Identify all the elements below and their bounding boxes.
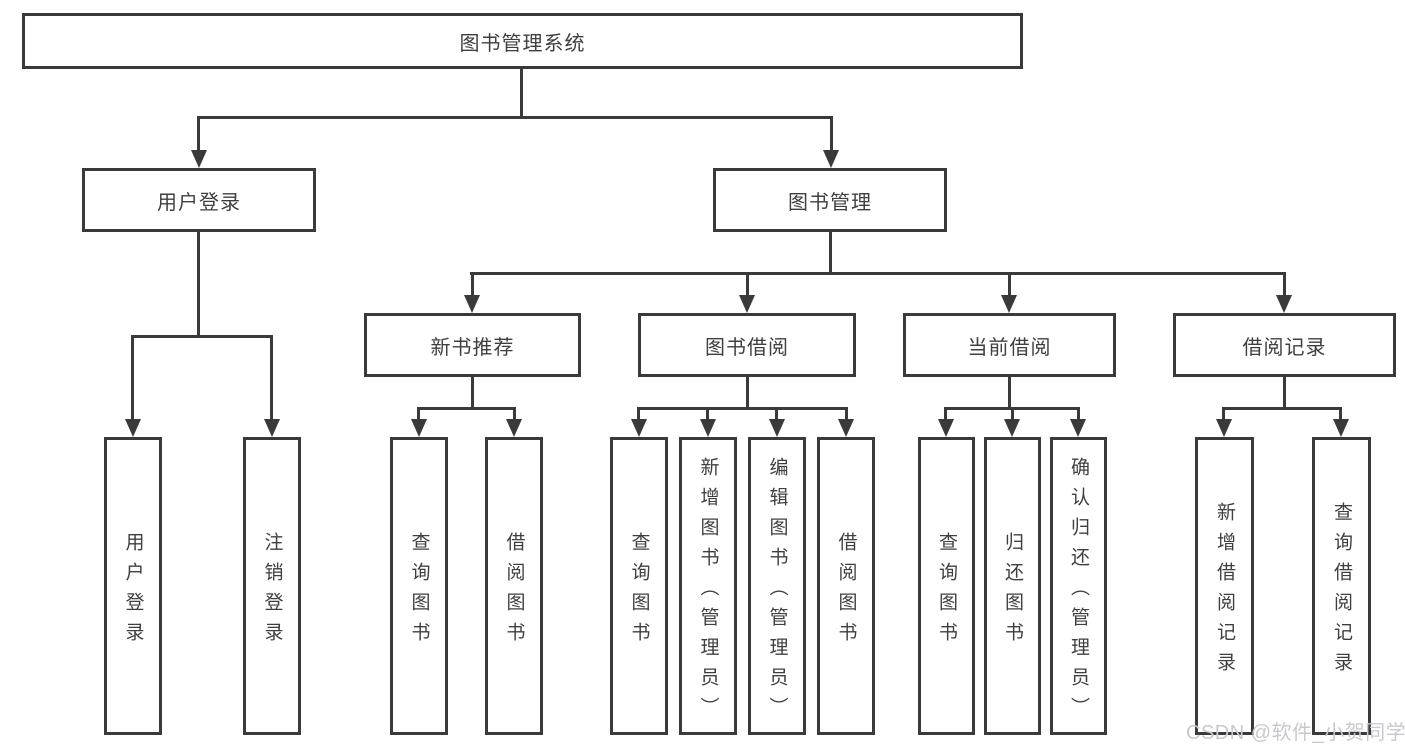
connector-vline [1008, 272, 1011, 298]
arrowhead-down-icon [1001, 295, 1017, 313]
connector-hline [417, 407, 516, 410]
connector-hline [470, 272, 1286, 275]
arrowhead-down-icon [769, 419, 785, 437]
connector-vline [1339, 407, 1342, 422]
arrowhead-down-icon [631, 419, 647, 437]
leaf-borrow-book: 借阅图书 [817, 437, 875, 735]
connector-vline [270, 335, 273, 422]
leaf-query-book-current: 查询图书 [918, 437, 975, 735]
connector-vline [746, 272, 749, 298]
leaf-query-book-recommend: 查询图书 [390, 437, 448, 735]
leaf-edit-book-admin: 编辑图书（管理员） [748, 437, 806, 735]
leaf-return-book: 归还图书 [984, 437, 1041, 735]
arrowhead-down-icon [1216, 419, 1232, 437]
connector-vline [746, 377, 749, 410]
leaf-user-login: 用户登录 [104, 437, 162, 735]
node-root: 图书管理系统 [22, 13, 1023, 69]
node-current-borrow-label: 当前借阅 [967, 336, 1052, 359]
leaf-add-book-admin: 新增图书（管理员） [679, 437, 737, 735]
connector-vline [131, 335, 134, 422]
leaf-logout: 注销登录 [243, 437, 301, 735]
connector-vline [471, 377, 474, 410]
leaf-borrow-book-recommend: 借阅图书 [485, 437, 543, 735]
arrowhead-down-icon [125, 419, 141, 437]
arrowhead-down-icon [506, 419, 522, 437]
connector-vline [471, 272, 474, 298]
arrowhead-down-icon [1004, 419, 1020, 437]
connector-vline [1077, 407, 1080, 422]
arrowhead-down-icon [700, 419, 716, 437]
node-book-borrow-label: 图书借阅 [705, 336, 789, 359]
connector-vline [1222, 407, 1225, 422]
connector-vline [830, 116, 833, 152]
arrowhead-down-icon [823, 150, 839, 168]
leaf-confirm-return-admin: 确认归还（管理员） [1050, 437, 1107, 735]
connector-hline [1222, 407, 1342, 410]
connector-vline [706, 407, 709, 422]
connector-vline [829, 232, 832, 275]
csdn-watermark: CSDN @软件_小贺同学 [1186, 722, 1405, 744]
node-new-book-recommend: 新书推荐 [364, 313, 581, 377]
connector-vline [197, 116, 200, 152]
node-user-login: 用户登录 [82, 168, 316, 232]
node-root-label: 图书管理系统 [459, 32, 586, 55]
arrowhead-down-icon [264, 419, 280, 437]
connector-vline [944, 407, 947, 422]
connector-vline [1008, 377, 1011, 410]
arrowhead-down-icon [739, 295, 755, 313]
node-book-borrow: 图书借阅 [638, 313, 856, 377]
node-borrow-record: 借阅记录 [1173, 313, 1396, 377]
node-current-borrow: 当前借阅 [903, 313, 1116, 377]
arrowhead-down-icon [411, 419, 427, 437]
connector-vline [417, 407, 420, 422]
connector-hline [131, 335, 273, 338]
arrowhead-down-icon [1070, 419, 1086, 437]
arrowhead-down-icon [838, 419, 854, 437]
leaf-add-borrow-record: 新增借阅记录 [1195, 437, 1254, 735]
connector-vline [637, 407, 640, 422]
connector-vline [775, 407, 778, 422]
connector-hline [197, 116, 833, 119]
connector-vline [1283, 377, 1286, 410]
node-new-book-recommend-label: 新书推荐 [430, 336, 515, 359]
connector-vline [1283, 272, 1286, 298]
arrowhead-down-icon [464, 295, 480, 313]
node-user-login-label: 用户登录 [157, 191, 241, 214]
node-book-management: 图书管理 [713, 168, 947, 232]
connector-vline [520, 69, 523, 119]
connector-hline [637, 407, 848, 410]
connector-vline [197, 232, 200, 338]
connector-vline [513, 407, 516, 422]
connector-vline [1011, 407, 1014, 422]
arrowhead-down-icon [1333, 419, 1349, 437]
arrowhead-down-icon [191, 150, 207, 168]
arrowhead-down-icon [1276, 295, 1292, 313]
leaf-query-borrow-record: 查询借阅记录 [1312, 437, 1371, 735]
node-borrow-record-label: 借阅记录 [1242, 336, 1327, 359]
node-book-management-label: 图书管理 [788, 191, 872, 214]
connector-vline [845, 407, 848, 422]
arrowhead-down-icon [938, 419, 954, 437]
leaf-query-book-borrow: 查询图书 [610, 437, 668, 735]
